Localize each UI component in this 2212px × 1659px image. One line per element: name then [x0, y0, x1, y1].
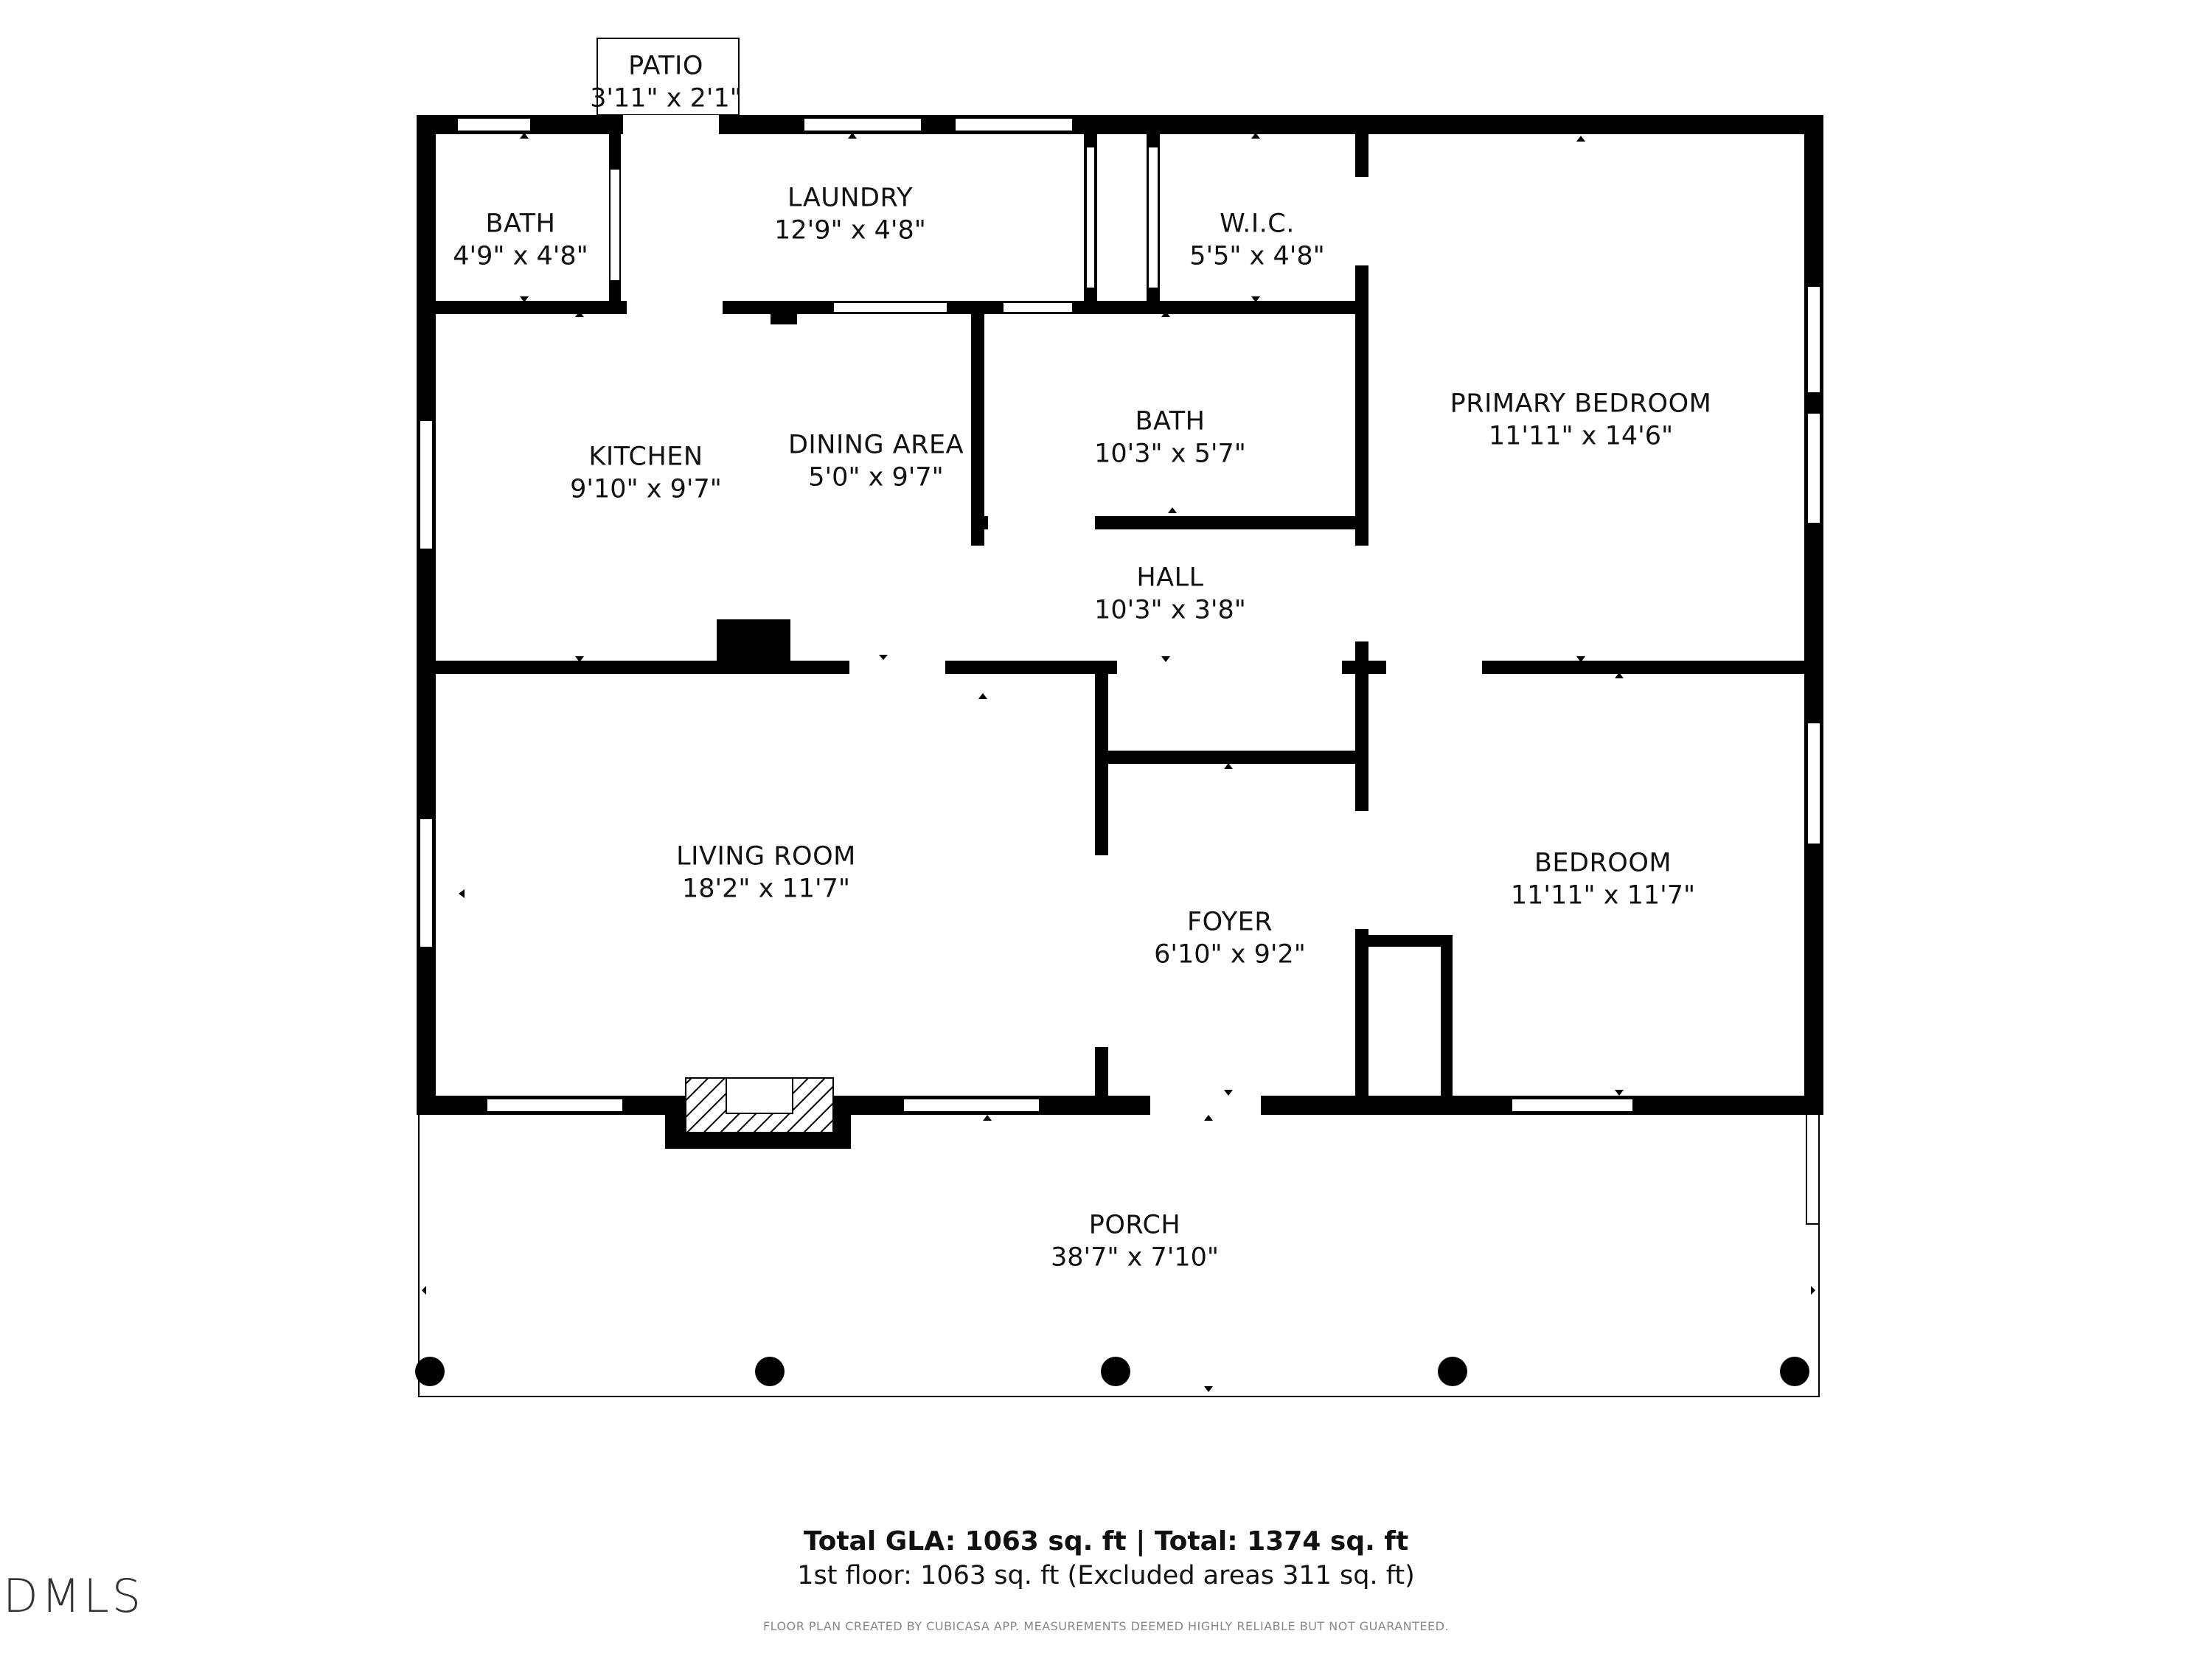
mls-logo: DMLS [3, 1569, 145, 1623]
floor-area: 1st floor: 1063 sq. ft (Excluded areas 3… [797, 1561, 1415, 1590]
measure-markers [422, 133, 1815, 1392]
porch-column [415, 1357, 445, 1386]
room-dimensions: 5'0" x 9'7" [808, 462, 944, 492]
room-label-hall: HALL 10'3" x 3'8" [1094, 562, 1246, 627]
room-dimensions: 6'10" x 9'2" [1154, 939, 1306, 969]
room-name: FOYER [1186, 907, 1273, 937]
windows [419, 117, 1821, 1113]
room-dimensions: 10'3" x 3'8" [1094, 595, 1246, 625]
room-name: LAUNDRY [787, 183, 913, 213]
room-name: HALL [1136, 563, 1204, 593]
room-label-foyer: FOYER 6'10" x 9'2" [1154, 906, 1306, 971]
room-dimensions: 9'10" x 9'7" [570, 474, 722, 504]
room-label-bath-main: BATH 10'3" x 5'7" [1094, 406, 1246, 470]
room-label-primary-bedroom: PRIMARY BEDROOM 11'11" x 14'6" [1450, 388, 1712, 453]
room-label-living-room: LIVING ROOM 18'2" x 11'7" [676, 841, 856, 905]
room-label-porch: PORCH 38'7" x 7'10" [1051, 1209, 1219, 1274]
room-label-laundry: LAUNDRY 12'9" x 4'8" [774, 182, 926, 247]
room-name: LIVING ROOM [676, 841, 856, 872]
room-dimensions: 38'7" x 7'10" [1050, 1242, 1220, 1272]
fireplace [685, 1077, 834, 1133]
room-label-bedroom: BEDROOM 11'11" x 11'7" [1511, 847, 1695, 912]
room-dimensions: 5'5" x 4'8" [1189, 241, 1325, 271]
walls [417, 115, 1823, 1149]
room-dimensions: 12'9" x 4'8" [774, 215, 926, 245]
room-name: BATH [485, 209, 556, 239]
room-dimensions: 10'3" x 5'7" [1094, 439, 1246, 468]
room-name: PATIO [628, 51, 703, 81]
room-name: PRIMARY BEDROOM [1450, 389, 1712, 419]
room-dimensions: 18'2" x 11'7" [681, 874, 851, 903]
room-dimensions: 4'9" x 4'8" [453, 241, 588, 271]
porch-column [1438, 1357, 1467, 1386]
room-dimensions: 11'11" x 11'7" [1510, 880, 1696, 910]
room-name: PORCH [1088, 1210, 1181, 1240]
room-name: BATH [1135, 406, 1206, 437]
room-dimensions: 11'11" x 14'6" [1488, 421, 1674, 451]
room-label-wic: W.I.C. 5'5" x 4'8" [1189, 208, 1324, 273]
disclaimer: FLOOR PLAN CREATED BY CUBICASA APP. MEAS… [762, 1619, 1450, 1633]
porch-column [1101, 1357, 1130, 1386]
room-label-bath-small: BATH 4'9" x 4'8" [453, 208, 588, 273]
area-summary: Total GLA: 1063 sq. ft | Total: 1374 sq.… [0, 1526, 2212, 1590]
room-label-kitchen: KITCHEN 9'10" x 9'7" [570, 441, 722, 506]
porch-column [1780, 1357, 1809, 1386]
room-label-patio: PATIO 3'11" x 2'1" [590, 50, 742, 115]
room-dimensions: 3'11" x 2'1" [590, 83, 742, 113]
room-label-dining-area: DINING AREA 5'0" x 9'7" [788, 429, 964, 494]
room-name: KITCHEN [588, 442, 703, 472]
door-openings [611, 115, 1482, 1116]
total-area: Total GLA: 1063 sq. ft | Total: 1374 sq.… [803, 1526, 1409, 1557]
room-name: W.I.C. [1220, 209, 1295, 239]
porch-column [755, 1357, 785, 1386]
room-name: BEDROOM [1534, 848, 1672, 878]
room-name: DINING AREA [787, 430, 964, 460]
porch-columns [415, 1357, 1809, 1386]
